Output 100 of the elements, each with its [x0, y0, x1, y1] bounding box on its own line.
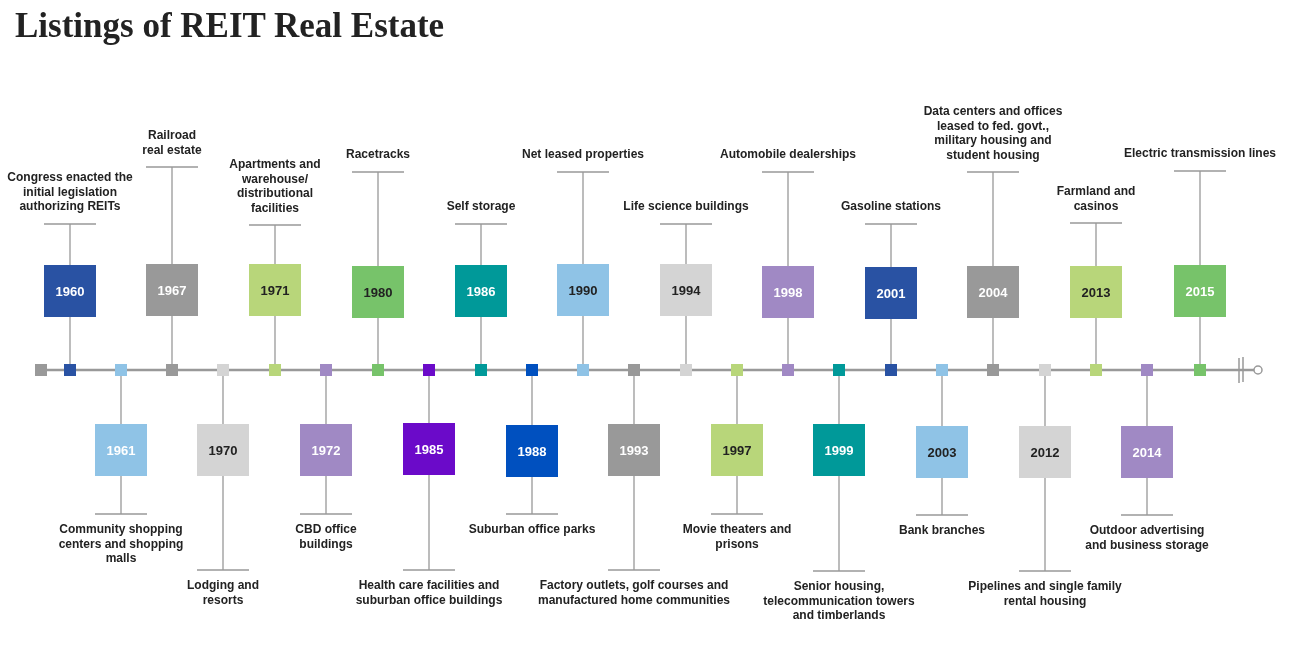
leader-line [299, 475, 353, 515]
leader-line [145, 166, 199, 265]
leader-line [1018, 477, 1072, 572]
leader-line [1120, 477, 1174, 516]
year-box: 1967 [146, 264, 198, 316]
leader-line [607, 475, 661, 571]
connector-line [992, 317, 994, 365]
leader-line [761, 171, 815, 267]
leader-line [1173, 170, 1227, 266]
year-box: 1998 [762, 266, 814, 318]
axis-marker [64, 364, 76, 376]
year-box: 2015 [1174, 265, 1226, 317]
connector-line [787, 317, 789, 365]
year-box: 2013 [1070, 266, 1122, 318]
axis-marker [1141, 364, 1153, 376]
connector-line [685, 315, 687, 365]
connector-line [1146, 375, 1148, 427]
axis-marker [166, 364, 178, 376]
axis-marker [577, 364, 589, 376]
connector-line [120, 375, 122, 425]
milestone-text: Health care facilities and suburban office buildings [349, 578, 509, 607]
milestone-text: Net leased properties [503, 147, 663, 162]
milestone-text: Gasoline stations [821, 199, 961, 214]
leader-line [710, 475, 764, 515]
milestone-text: Congress enacted the initial legislation authorizing REITs [0, 170, 145, 214]
connector-line [222, 375, 224, 425]
milestone-text: Self storage [421, 199, 541, 214]
year-box: 1999 [813, 424, 865, 476]
leader-line [556, 171, 610, 265]
milestone-text: Electric transmission lines [1115, 146, 1285, 161]
year-box: 1970 [197, 424, 249, 476]
leader-line [915, 477, 969, 516]
leader-line [94, 475, 148, 515]
leader-line [454, 223, 508, 266]
axis-marker [885, 364, 897, 376]
connector-line [633, 375, 635, 425]
axis-marker [35, 364, 47, 376]
year-box: 2003 [916, 426, 968, 478]
year-box: 1988 [506, 425, 558, 477]
connector-line [274, 315, 276, 365]
milestone-text: CBD office buildings [286, 522, 366, 551]
connector-line [171, 315, 173, 365]
axis-marker [833, 364, 845, 376]
milestone-text: Movie theaters and prisons [677, 522, 797, 551]
connector-line [838, 375, 840, 425]
connector-line [69, 316, 71, 365]
leader-line [505, 476, 559, 515]
axis-marker [936, 364, 948, 376]
year-box: 1961 [95, 424, 147, 476]
milestone-text: Farmland and casinos [1053, 184, 1139, 213]
axis-marker [475, 364, 487, 376]
year-box: 1986 [455, 265, 507, 317]
leader-line [966, 171, 1020, 267]
connector-line [531, 375, 533, 426]
leader-line [43, 223, 97, 266]
axis-marker [217, 364, 229, 376]
milestone-text: Apartments and warehouse/ distributional facilities [222, 157, 328, 215]
year-box: 1972 [300, 424, 352, 476]
milestone-text: Outdoor advertising and business storage [1082, 523, 1212, 552]
milestone-text: Pipelines and single family rental housing [957, 579, 1133, 608]
milestone-text: Community shopping centers and shopping malls [58, 522, 184, 566]
connector-line [890, 318, 892, 365]
milestone-text: Automobile dealerships [703, 147, 873, 162]
axis-marker [1039, 364, 1051, 376]
axis-marker [372, 364, 384, 376]
year-box: 1993 [608, 424, 660, 476]
milestone-text: Life science buildings [606, 199, 766, 214]
axis-marker [987, 364, 999, 376]
leader-line [248, 224, 302, 265]
leader-line [659, 223, 713, 265]
axis-marker [423, 364, 435, 376]
axis-marker [526, 364, 538, 376]
axis-marker [1194, 364, 1206, 376]
connector-line [377, 317, 379, 365]
axis-marker [782, 364, 794, 376]
year-box: 2014 [1121, 426, 1173, 478]
axis-marker [731, 364, 743, 376]
connector-line [736, 375, 738, 425]
title: Listings of REIT Real Estate [15, 6, 445, 46]
year-box: 2004 [967, 266, 1019, 318]
connector-line [582, 315, 584, 365]
milestone-text: Railroad real estate [137, 128, 207, 157]
leader-line [402, 474, 456, 571]
year-box: 1960 [44, 265, 96, 317]
year-box: 1990 [557, 264, 609, 316]
axis-marker [115, 364, 127, 376]
milestone-text: Factory outlets, golf courses and manufactured home communities [536, 578, 732, 607]
milestone-text: Lodging and resorts [178, 578, 268, 607]
milestone-text: Suburban office parks [452, 522, 612, 537]
leader-line [1069, 222, 1123, 267]
connector-line [325, 375, 327, 425]
milestone-text: Senior housing, telecommunication towers and timberlands [756, 579, 922, 623]
leader-line [351, 171, 405, 267]
milestone-text: Bank branches [882, 523, 1002, 538]
leader-line [812, 475, 866, 572]
axis-marker [1090, 364, 1102, 376]
year-box: 2012 [1019, 426, 1071, 478]
milestone-text: Data centers and offices leased to fed. govt., military housing and student housing [918, 104, 1068, 162]
year-box: 1971 [249, 264, 301, 316]
connector-line [480, 316, 482, 365]
